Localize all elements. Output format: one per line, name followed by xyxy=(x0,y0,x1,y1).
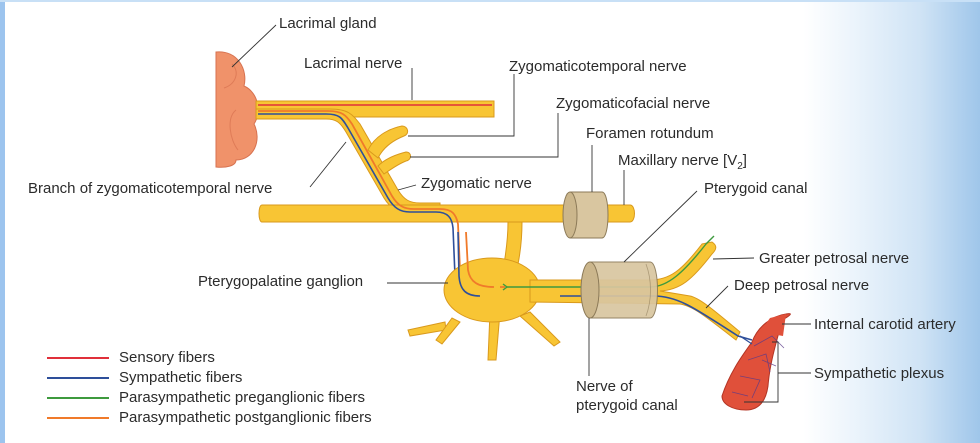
zygomatic-nerve-shape xyxy=(255,108,441,214)
label-greater-petrosal-nerve: Greater petrosal nerve xyxy=(759,250,910,267)
internal-carotid-artery-shape xyxy=(721,313,791,411)
label-nerve-of-pterygoid-canal-line2: pterygoid canal xyxy=(576,397,678,414)
label-sympathetic-plexus: Sympathetic plexus xyxy=(814,365,945,382)
label-zygomaticofacial-nerve: Zygomaticofacial nerve xyxy=(556,95,711,112)
label-nerve-of-pterygoid-canal-line1: Nerve of xyxy=(576,378,633,395)
label-lacrimal-gland: Lacrimal gland xyxy=(279,15,377,32)
label-foramen-rotundum: Foramen rotundum xyxy=(586,125,714,142)
maxillary-subscript: 2 xyxy=(737,161,743,172)
label-lacrimal-nerve: Lacrimal nerve xyxy=(304,55,403,72)
legend-swatch-postganglionic xyxy=(47,417,109,419)
legend-label: Sympathetic fibers xyxy=(119,369,243,386)
maxillary-nerve-shape xyxy=(258,204,635,223)
label-zygomatic-nerve: Zygomatic nerve xyxy=(421,175,532,192)
ganglionic-branch-shape xyxy=(503,221,523,265)
leader-lines xyxy=(231,24,811,403)
legend-label: Parasympathetic preganglionic fibers xyxy=(119,389,365,406)
legend-swatch-preganglionic xyxy=(47,397,109,399)
maxillary-nerve-text: Maxillary nerve [V xyxy=(618,152,738,169)
label-internal-carotid-artery: Internal carotid artery xyxy=(814,316,956,333)
maxillary-close-bracket: ] xyxy=(742,152,747,169)
label-pterygopalatine-ganglion: Pterygopalatine ganglion xyxy=(198,273,364,290)
legend-swatch-sympathetic xyxy=(47,377,109,379)
lacrimal-gland-shape xyxy=(215,51,259,168)
pterygoid-canal-shape xyxy=(580,261,658,319)
label-zygomaticotemporal-nerve: Zygomaticotemporal nerve xyxy=(509,58,687,75)
legend-label: Parasympathetic postganglionic fibers xyxy=(119,409,372,426)
legend-swatch-sensory xyxy=(47,357,109,359)
label-maxillary-nerve: Maxillary nerve [V2] xyxy=(618,152,747,175)
pterygopalatine-ganglion-shape xyxy=(407,231,561,361)
label-pterygoid-canal: Pterygoid canal xyxy=(704,180,808,197)
label-deep-petrosal-nerve: Deep petrosal nerve xyxy=(734,277,870,294)
legend-label: Sensory fibers xyxy=(119,349,215,366)
foramen-rotundum-shape xyxy=(562,191,609,239)
label-branch-zygomaticotemporal: Branch of zygomaticotemporal nerve xyxy=(28,180,273,197)
